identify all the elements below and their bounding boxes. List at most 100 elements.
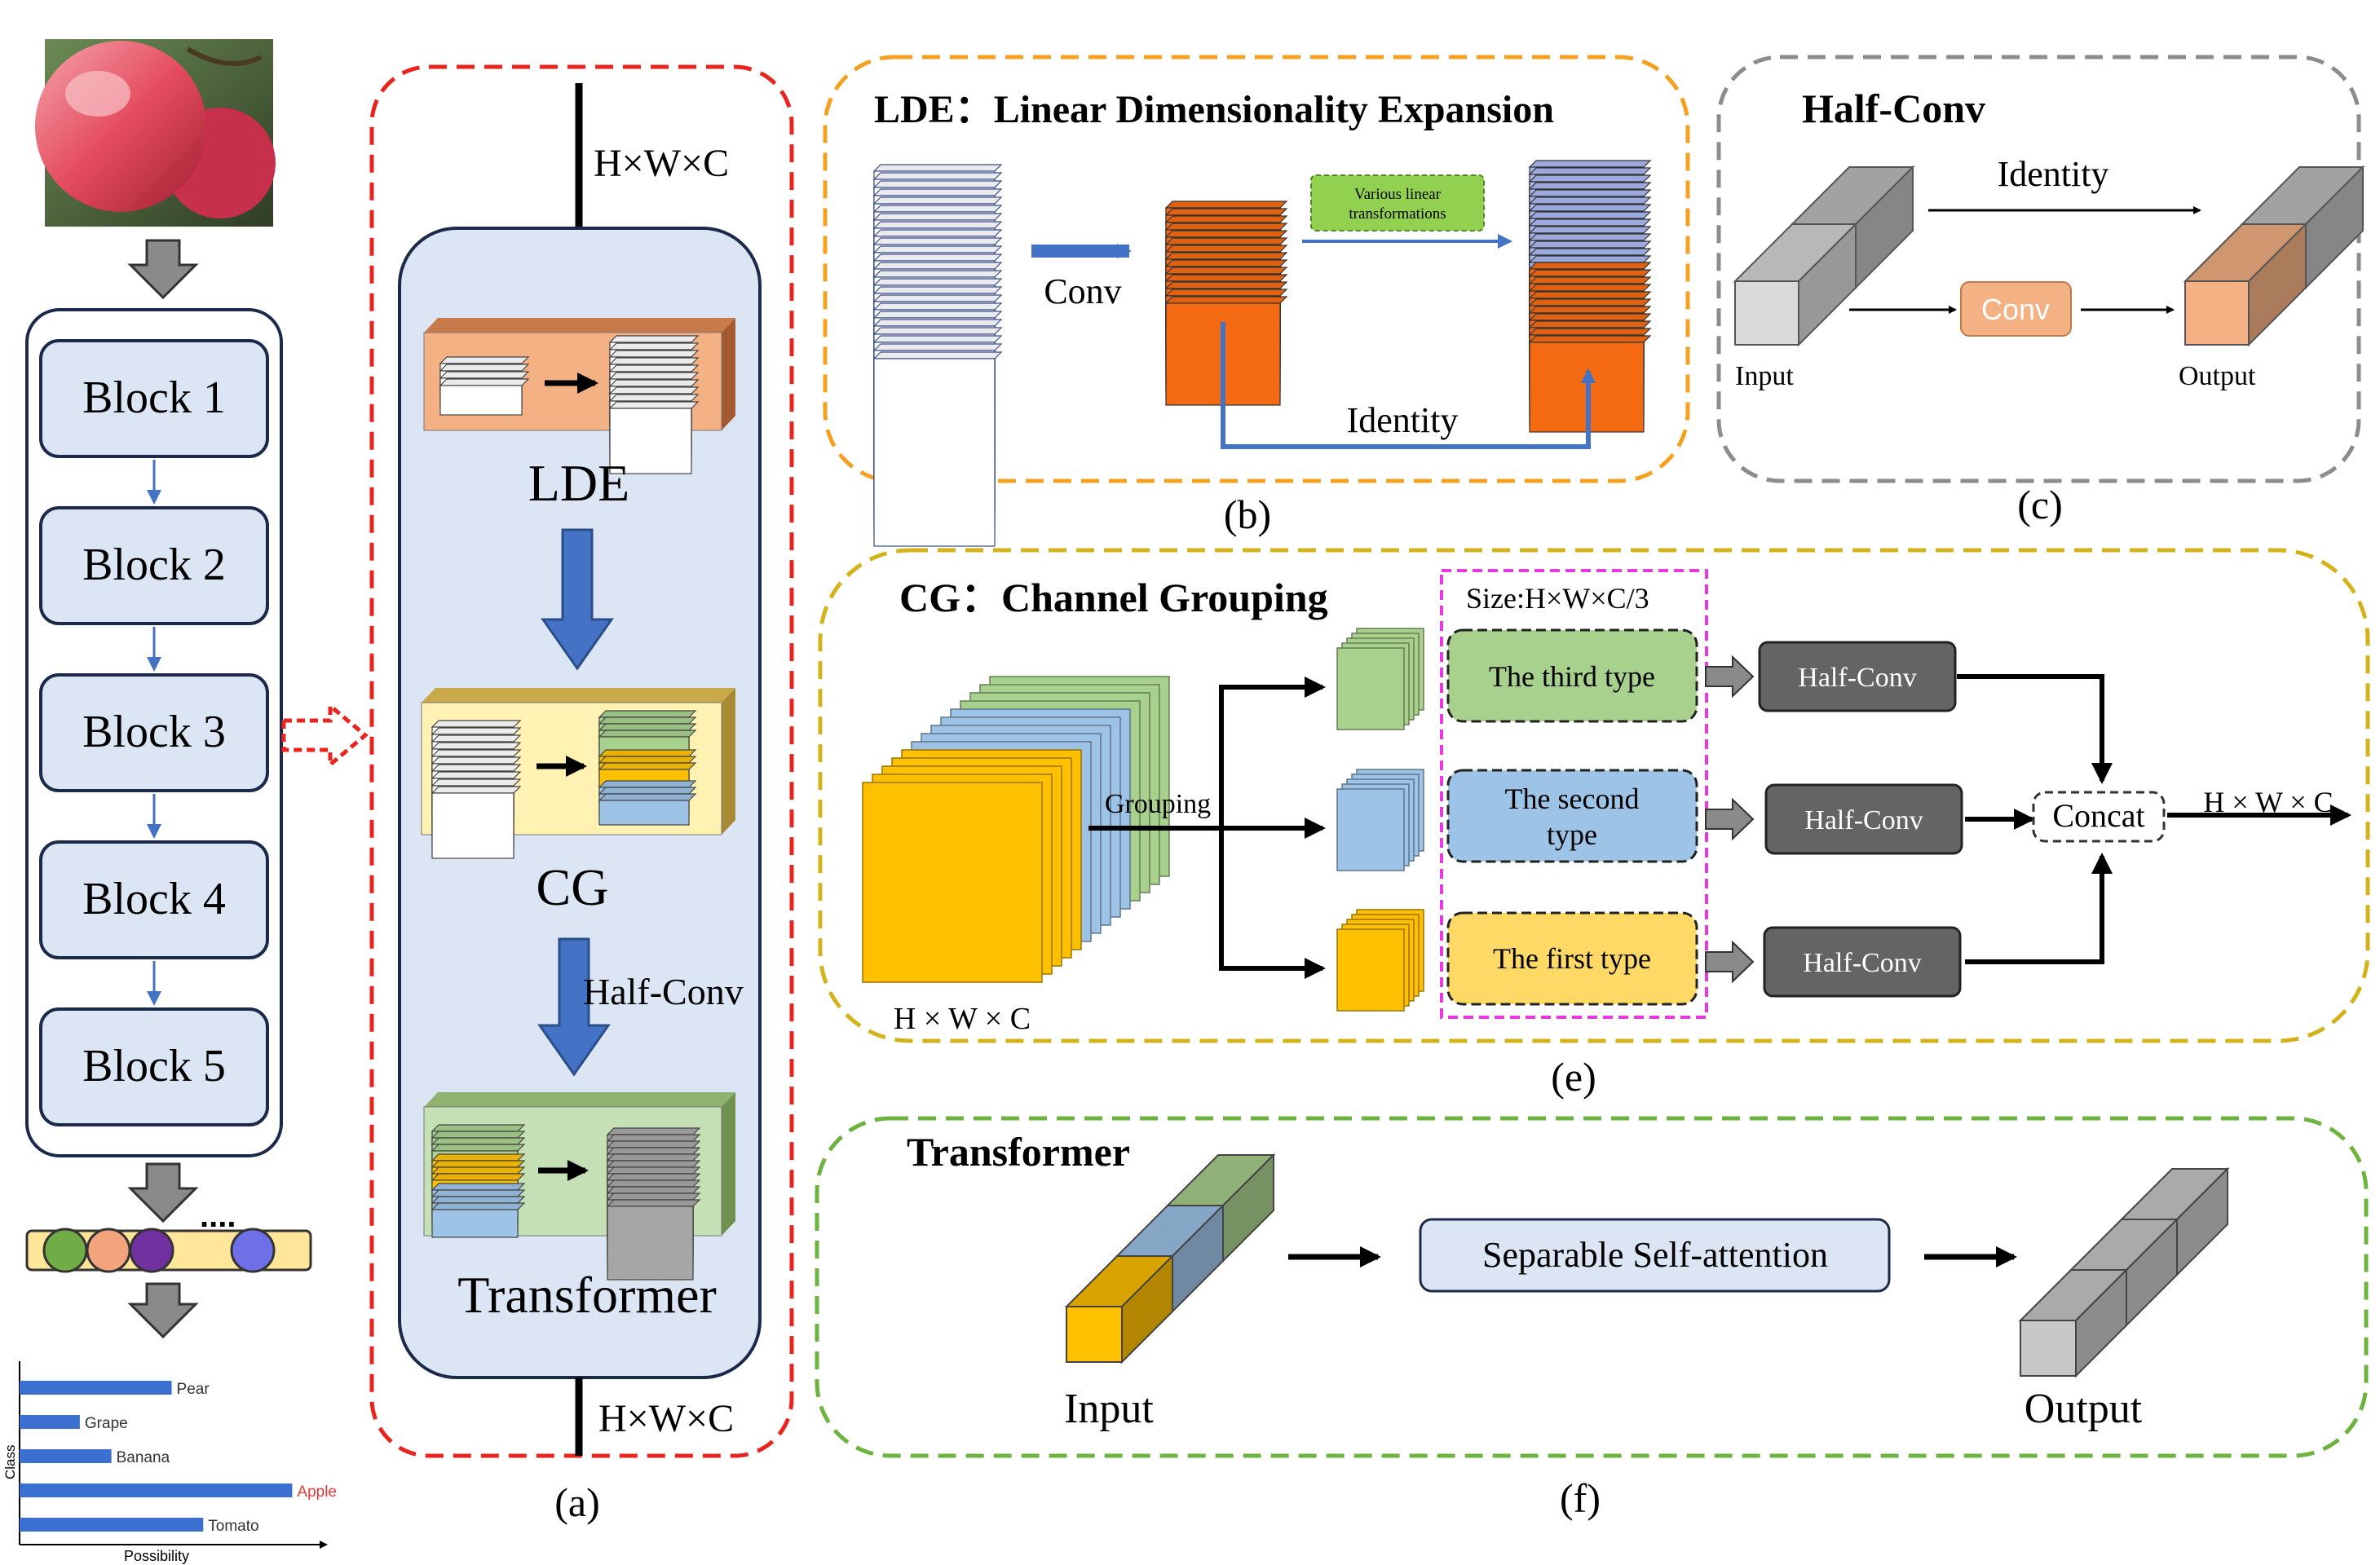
panel-b-frame [823,55,1690,483]
input-image [35,39,276,227]
bar-pear: Pear [20,1381,210,1398]
type-first: The first type [1446,911,1698,1006]
halfconv-label: Half-Conv [1798,663,1916,693]
concat-box: Concat [2032,791,2166,843]
identity-label-b: Identity [1347,400,1459,440]
bar-rect [20,1483,293,1497]
dims-bottom: H×W×C [598,1397,734,1440]
class-probability-chart: Class Possibility PearGrapeBananaAppleTo… [2,1361,337,1564]
ellipsis-dots: .... [200,1198,236,1234]
panel-e-title: CG：Channel Grouping [899,575,1328,620]
dashed-arrow-a [281,701,369,769]
stage-lde: LDE [528,454,629,512]
transformer-output-cuboid [2018,1166,2230,1378]
panel-c-frame [1716,55,2361,483]
panel-c-title: Half-Conv [1802,86,1985,131]
type-second: The second type [1446,769,1698,863]
caption-a: (a) [554,1479,600,1525]
input-label-c: Input [1735,361,1794,391]
svg-text:transformations: transformations [1349,205,1446,223]
svg-text:The third type: The third type [1489,660,1655,693]
caption-e: (e) [1551,1054,1596,1100]
dims-out-e: H × W × C [2203,786,2333,818]
stage-cg: CG [536,858,609,916]
halfconv-label: Half-Conv [1803,948,1921,978]
dims-top: H×W×C [594,142,729,185]
panel-e-frame [818,548,2370,1043]
grouping-label: Grouping [1105,789,1211,819]
output-label-f: Output [2025,1386,2143,1432]
down-arrow-3 [127,1282,199,1339]
block-label: Block 3 [82,707,226,757]
dims-in-e: H × W × C [894,1002,1031,1036]
blocks-group: Block 1 Block 2 Block 3 Block 4 Block 5 [39,339,269,1126]
panel-b-title: LDE：Linear Dimensionality Expansion [874,88,1554,131]
block-2: Block 2 [39,506,269,672]
bar-grape: Grape [20,1415,128,1432]
bar-banana: Banana [20,1449,170,1466]
grouped-feature-stack [862,676,1170,983]
down-arrow-1 [127,239,199,300]
block-3: Block 3 [39,673,269,839]
block-label: Block 2 [82,540,226,590]
svg-text:Conv: Conv [1981,293,2050,326]
bar-rect [20,1518,204,1532]
svg-text:type: type [1547,818,1597,851]
panel-f-title: Transformer [907,1129,1130,1175]
halfconv-label: Half-Conv [1804,805,1923,835]
grouping-arrow-bottom [1219,828,1326,979]
lde-box [423,318,735,474]
transform-box: Various linear transformations [1310,174,1485,231]
bar-label: Tomato [208,1518,258,1535]
grouping-arrow-top [1219,677,1326,828]
attention-box: Separable Self-attention [1419,1218,1891,1293]
block-4: Block 4 [39,840,269,1006]
input-label-f: Input [1064,1386,1154,1432]
halfconv-box-3: Half-Conv [1705,926,1962,998]
size-label: Size:H×W×C/3 [1466,582,1649,615]
down-arrow-2 [127,1162,199,1223]
block-5: Block 5 [39,1007,269,1126]
halfconv-box-2: Half-Conv [1705,783,1963,855]
bar-rect [20,1381,172,1395]
bar-rect [20,1449,112,1463]
block-label: Block 4 [82,874,226,924]
conv-output-stack [1164,201,1288,406]
bar-label: Banana [117,1449,170,1466]
caption-c: (c) [2017,482,2063,527]
svg-text:The second: The second [1505,782,1640,815]
svg-text:Separable Self-attention: Separable Self-attention [1482,1235,1828,1275]
group-stacks [1336,628,1424,1012]
conv-box-c: Conv [1960,281,2072,337]
caption-f: (f) [1560,1475,1601,1521]
bar-tomato: Tomato [20,1518,259,1535]
stage-transformer: Transformer [457,1266,717,1324]
size-region [1440,569,1708,1019]
bar-label: Grape [85,1415,128,1432]
chart-x-label: Possibility [124,1548,189,1564]
bar-rect [20,1415,80,1429]
identity-path-b [1221,322,1596,449]
bar-label: Pear [177,1381,210,1398]
block-label: Block 1 [82,373,226,423]
input-channel-stack [872,164,1003,547]
bar-apple: Apple [20,1483,337,1501]
conv-label-b: Conv [1044,271,1121,311]
transformer-box [423,1092,735,1281]
output-label-c: Output [2179,361,2256,391]
feature-vector [25,1228,312,1273]
block-label: Block 5 [82,1041,226,1091]
transformer-input-cuboid [1064,1153,1276,1364]
block-1: Block 1 [39,339,269,505]
expanded-output-stack [1528,160,1652,433]
stage-arrow-1 [541,528,614,671]
concat-arrow-bottom [1965,853,2113,964]
halfconv-input-cuboid [1733,165,1915,347]
concat-arrow-top [1957,674,2113,784]
stage-arrow-2 [537,937,611,1077]
chart-y-label: Class [2,1444,18,1479]
caption-b: (b) [1224,492,1271,537]
